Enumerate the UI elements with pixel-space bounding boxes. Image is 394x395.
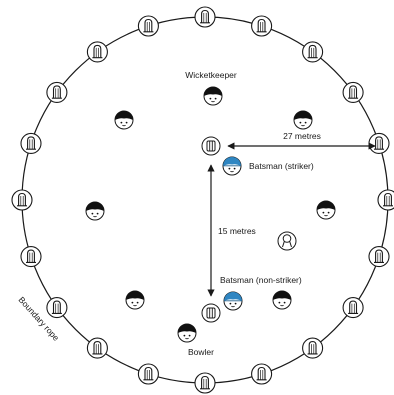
boundary-flag-icon	[302, 337, 324, 359]
fielder-head-icon	[293, 110, 313, 130]
boundary-flag-icon	[46, 297, 68, 319]
boundary-flag-icon	[251, 15, 273, 37]
boundary-flag-icon	[251, 363, 273, 385]
boundary-flag-icon	[11, 189, 33, 211]
boundary-flag-icon	[368, 132, 390, 154]
fielder-head-icon	[125, 290, 145, 310]
pitch-distance-label: 15 metres	[218, 226, 256, 236]
batsman-head-icon	[222, 156, 242, 176]
boundary-flag-icon	[86, 41, 108, 63]
striker-label: Batsman (striker)	[249, 161, 314, 171]
stumps-icon	[201, 136, 221, 156]
fielder-head-icon	[316, 200, 336, 220]
batsman-head-icon	[223, 291, 243, 311]
wicketkeeper-label: Wicketkeeper	[185, 70, 237, 80]
boundary-flag-icon	[137, 15, 159, 37]
fielder-head-icon	[114, 110, 134, 130]
boundary-distance-label: 27 metres	[283, 131, 321, 141]
bowler-label: Bowler	[188, 347, 214, 357]
boundary-flag-icon	[302, 41, 324, 63]
boundary-flag-icon	[20, 132, 42, 154]
fielder-head-icon	[177, 323, 197, 343]
cricket-ball-icon	[277, 231, 297, 251]
boundary-flag-icon	[194, 372, 216, 394]
non-striker-label: Batsman (non-striker)	[220, 275, 302, 285]
boundary-flag-icon	[194, 6, 216, 28]
boundary-flag-icon	[137, 363, 159, 385]
fielder-head-icon	[272, 290, 292, 310]
fielder-head-icon	[85, 201, 105, 221]
boundary-flag-icon	[377, 189, 394, 211]
boundary-markers	[11, 6, 394, 394]
boundary-flag-icon	[342, 297, 364, 319]
boundary-flag-icon	[20, 246, 42, 268]
boundary-flag-icon	[368, 246, 390, 268]
boundary-flag-icon	[46, 81, 68, 103]
fielder-head-icon	[203, 86, 223, 106]
boundary-flag-icon	[342, 81, 364, 103]
boundary-flag-icon	[86, 337, 108, 359]
stumps-icon	[201, 303, 221, 323]
